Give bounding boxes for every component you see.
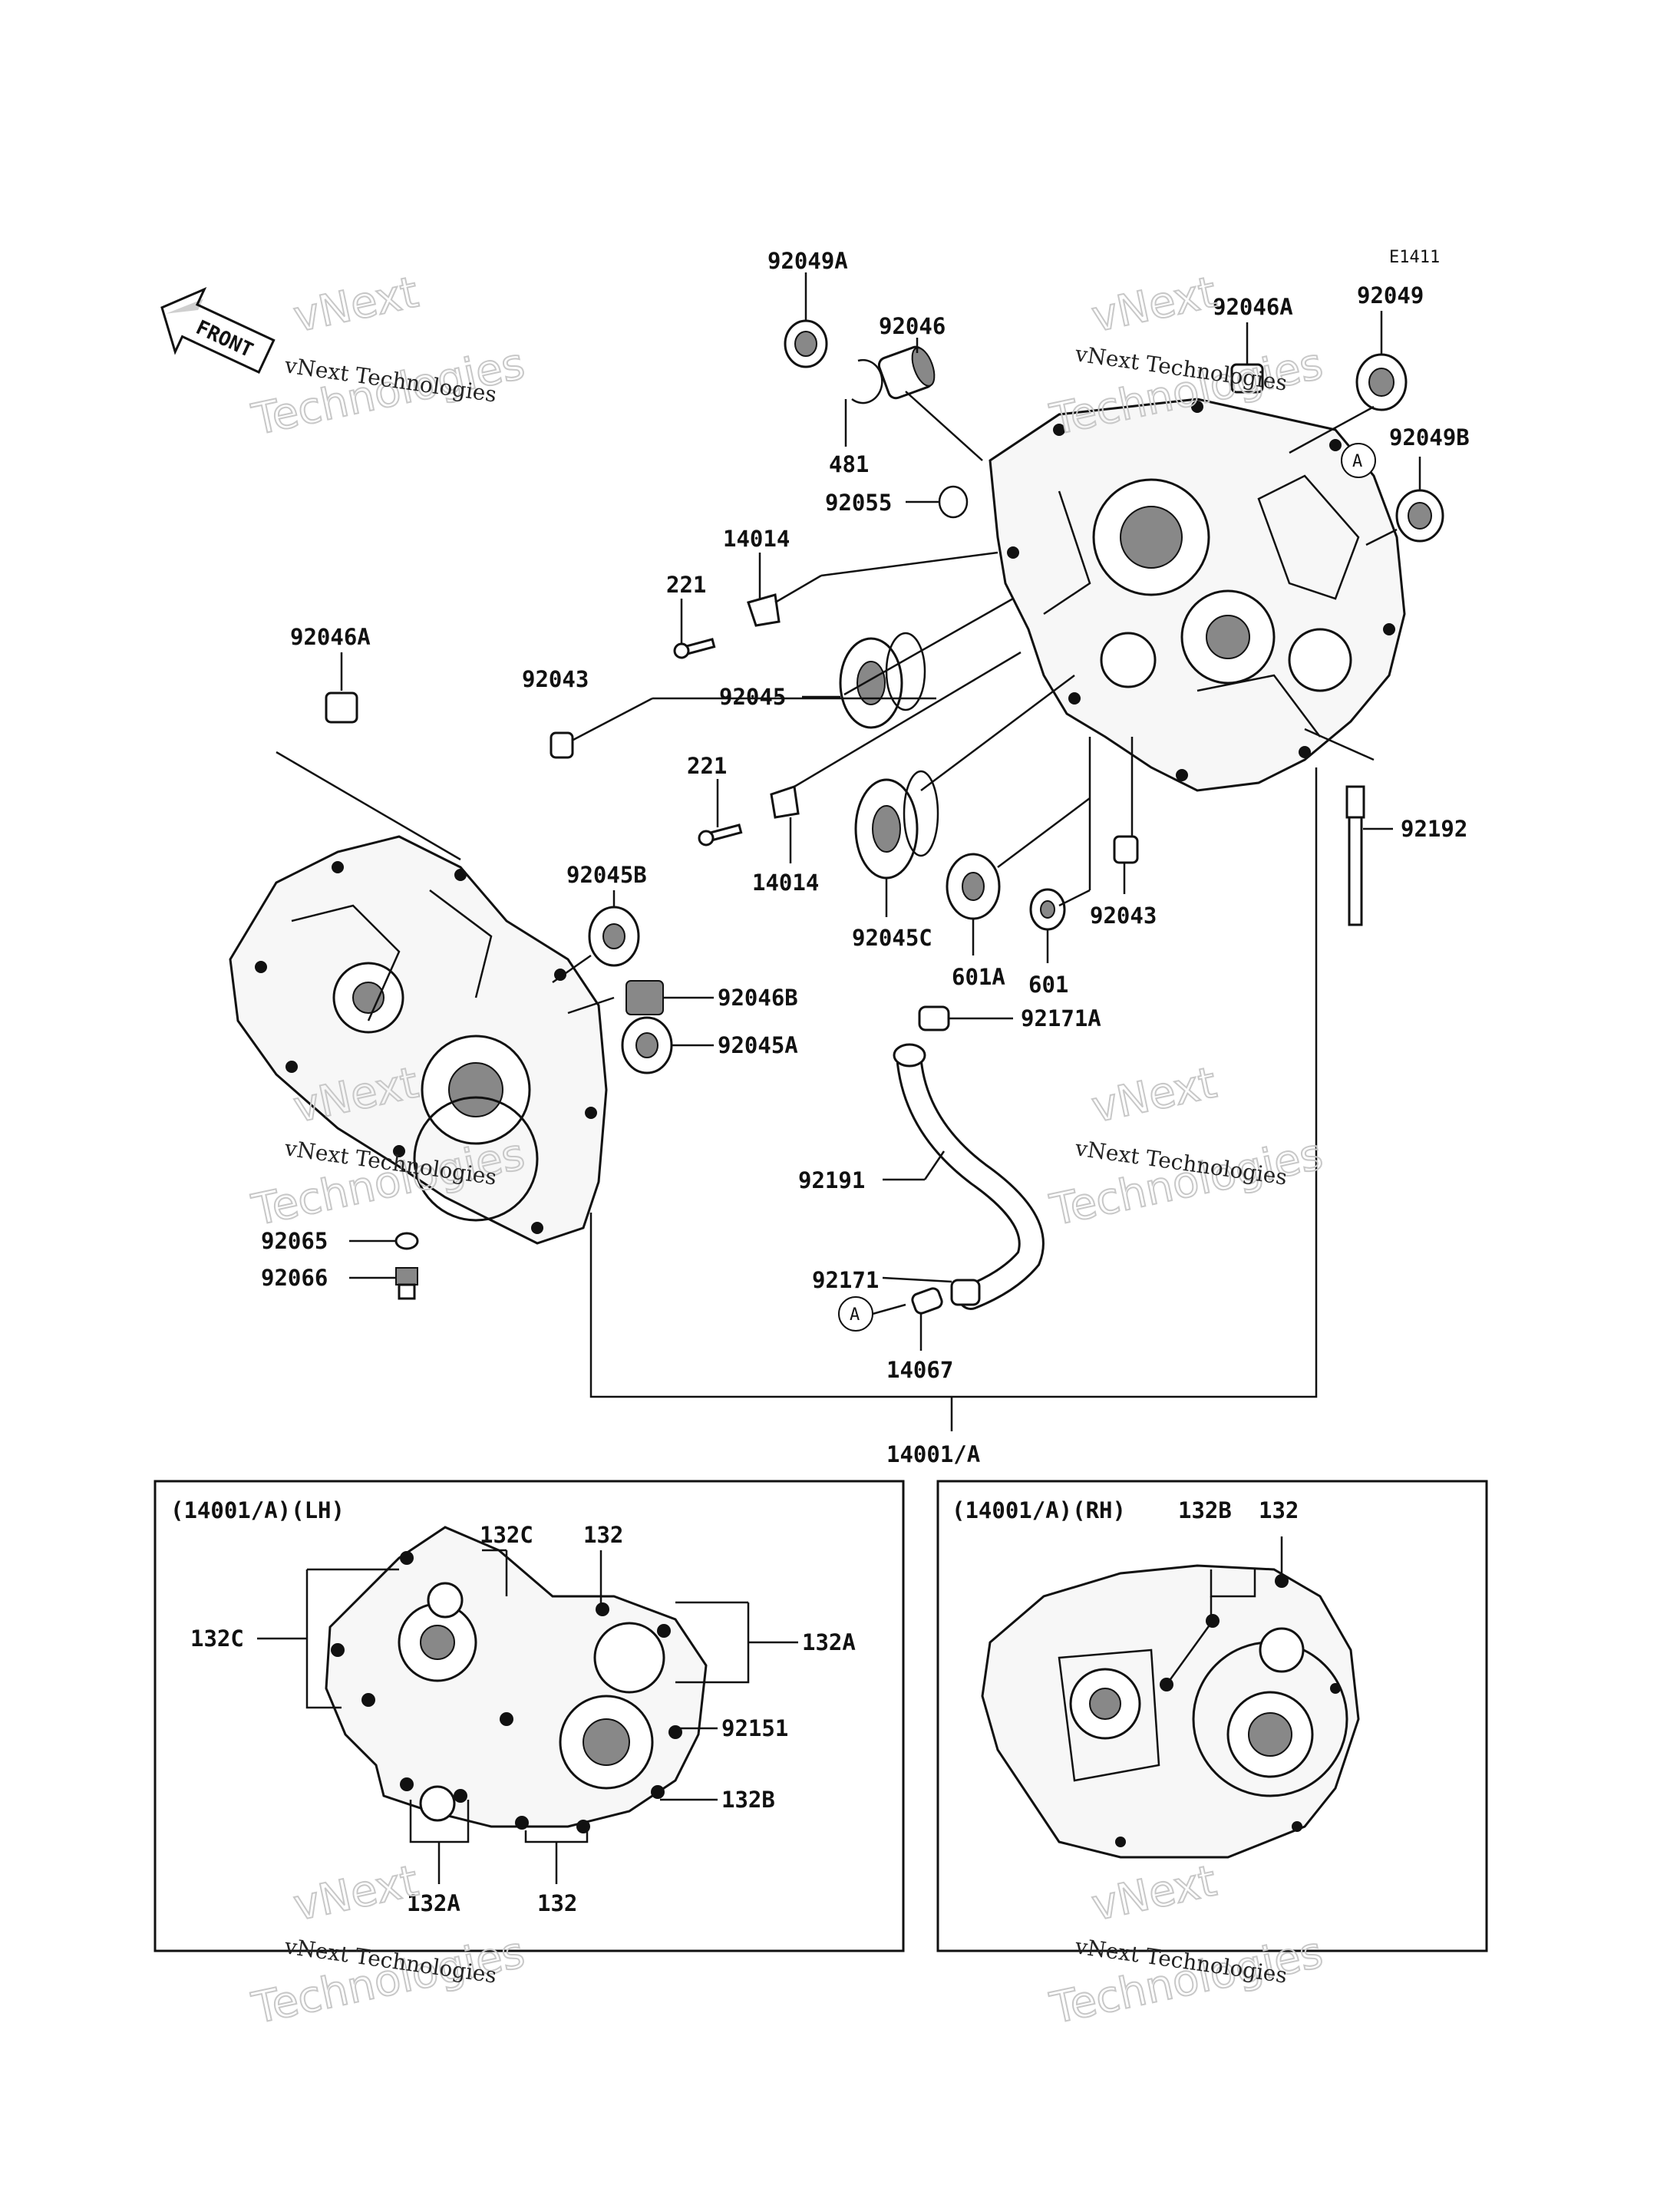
leader-lines	[276, 272, 1421, 1431]
part-92043-left-dowel	[550, 731, 574, 759]
rh-box-title: (14001/A)(RH)	[952, 1497, 1126, 1523]
label-92046: 92046	[879, 313, 946, 339]
part-92045-ball-bearing	[839, 632, 926, 729]
part-92049A-seal	[784, 319, 828, 368]
part-92045B-bearing	[588, 906, 640, 967]
svg-text:vNext: vNext	[1088, 267, 1221, 342]
label-92046B: 92046B	[718, 985, 798, 1011]
part-601A-bearing	[946, 853, 1001, 920]
part-14014-mid-plate	[770, 785, 800, 819]
label-221-top: 221	[666, 572, 706, 598]
label-92171: 92171	[812, 1267, 879, 1293]
label-92046A-left: 92046A	[290, 624, 371, 650]
rh-label-132B: 132B	[1178, 1497, 1232, 1523]
part-92171A-clamp	[918, 1005, 950, 1031]
front-arrow-icon: FRONT	[160, 286, 276, 375]
lh-label-132C-left: 132C	[190, 1625, 244, 1652]
ref-a-marker: A	[1352, 452, 1362, 471]
part-labels: 92049A 92046 481 92055 92046A 92049 9204…	[261, 248, 1470, 1467]
label-601A: 601A	[952, 964, 1005, 990]
lh-label-132C-top: 132C	[480, 1522, 533, 1548]
label-601: 601	[1028, 972, 1068, 998]
svg-text:vNext: vNext	[289, 267, 423, 342]
label-92171A: 92171A	[1021, 1005, 1101, 1031]
part-92046B-needle-bearing	[625, 980, 664, 1015]
svg-text:A: A	[850, 1305, 860, 1325]
part-92045C-ball-bearing	[854, 770, 939, 880]
label-92046A-top: 92046A	[1213, 294, 1293, 320]
lh-detail-box: (14001/A)(LH)	[153, 1480, 905, 1952]
rh-detail-box: (14001/A)(RH) 132B 132	[936, 1480, 1488, 1952]
label-92192: 92192	[1401, 816, 1467, 842]
label-92049B: 92049B	[1389, 424, 1470, 450]
label-92045B: 92045B	[566, 862, 647, 888]
part-14067-fitting	[911, 1287, 943, 1315]
label-14014-top: 14014	[723, 526, 790, 552]
part-92192-pipe	[1345, 785, 1365, 926]
label-92055: 92055	[825, 490, 892, 516]
part-481-circlip	[851, 358, 883, 404]
part-92066-plug	[395, 1267, 418, 1300]
label-221-mid: 221	[687, 753, 727, 779]
part-601-bearing	[1029, 888, 1066, 931]
label-92043-left: 92043	[522, 666, 589, 692]
lh-label-132A-bottom: 132A	[407, 1890, 460, 1916]
label-14067: 14067	[886, 1357, 953, 1383]
part-92049B-seal	[1395, 489, 1444, 543]
ref-a-bottom-marker: A	[838, 1296, 873, 1332]
part-92049-seal	[1355, 353, 1408, 411]
label-92049: 92049	[1357, 282, 1424, 309]
part-14014-top-plate	[747, 593, 781, 627]
label-92049A: 92049A	[767, 248, 848, 274]
label-92045A: 92045A	[718, 1032, 798, 1058]
part-92171-clamp	[950, 1279, 981, 1306]
label-92191: 92191	[798, 1167, 865, 1193]
lh-label-132A-right: 132A	[802, 1629, 856, 1655]
left-crankcase-half	[229, 835, 608, 1245]
svg-text:vNext: vNext	[1088, 1058, 1221, 1133]
label-14014-mid: 14014	[752, 870, 819, 896]
part-92065-washer	[394, 1232, 419, 1250]
lh-label-132B: 132B	[721, 1787, 775, 1813]
label-481: 481	[829, 451, 869, 477]
label-92045: 92045	[719, 684, 786, 710]
part-92046A-left-bearing	[325, 691, 358, 724]
lh-label-132-top: 132	[583, 1522, 623, 1548]
right-crankcase-half: A	[989, 398, 1406, 792]
part-92043-right-dowel	[1113, 835, 1139, 864]
rh-label-132: 132	[1259, 1497, 1299, 1523]
diagram-code: E1411	[1389, 248, 1440, 267]
lh-label-132-bottom: 132	[537, 1890, 577, 1916]
label-92043-right: 92043	[1090, 903, 1157, 929]
label-92066: 92066	[261, 1265, 328, 1291]
part-221-top-screw	[673, 638, 716, 659]
part-92046-needle-bearing	[877, 345, 936, 400]
label-92065: 92065	[261, 1228, 328, 1254]
lh-box-title: (14001/A)(LH)	[170, 1497, 345, 1523]
label-14001A: 14001/A	[886, 1441, 980, 1467]
part-221-mid-screw	[698, 823, 743, 847]
part-92045A-bearing	[621, 1016, 673, 1074]
part-92055-o-ring	[938, 485, 969, 519]
lh-label-92151: 92151	[721, 1715, 788, 1741]
label-92045C: 92045C	[852, 925, 932, 951]
